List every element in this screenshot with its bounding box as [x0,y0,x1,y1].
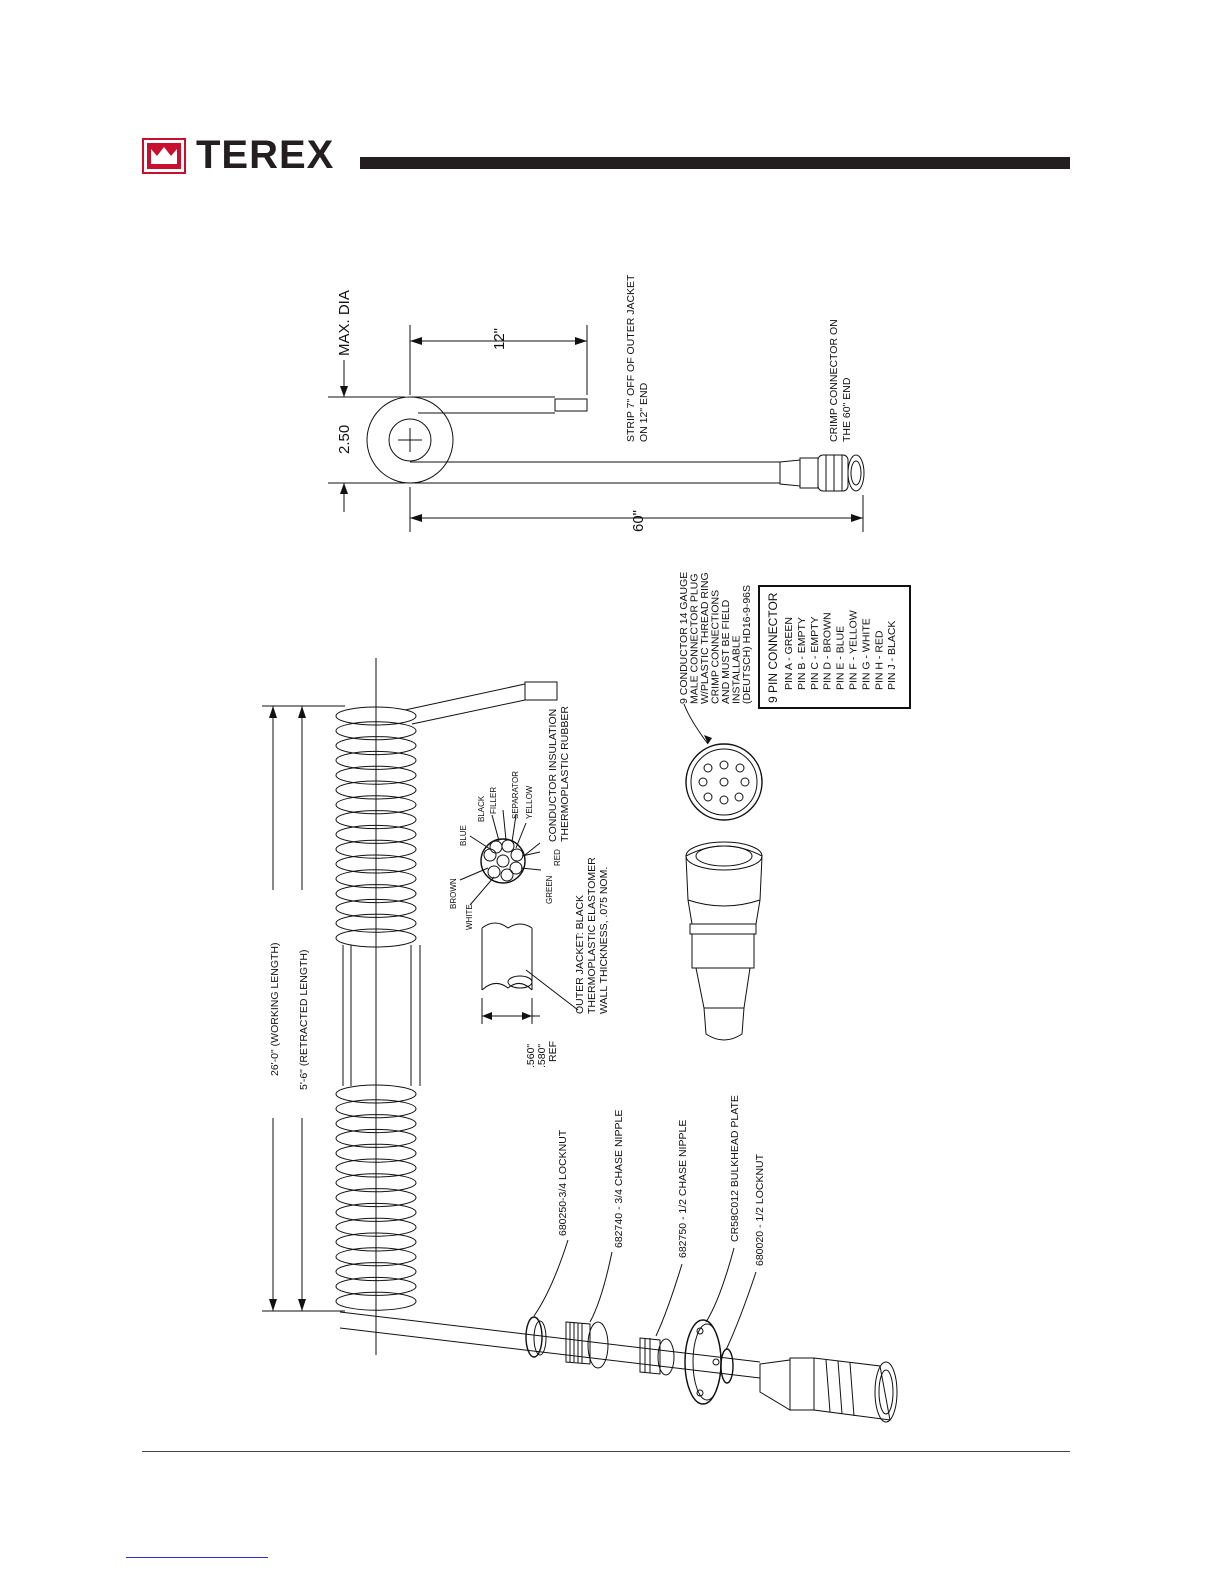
diameter-value: 2.50 [336,425,353,454]
pin-box [758,585,911,709]
working-length-label: 26'-0" (WORKING LENGTH) [269,943,281,1077]
pin-assignment: PIN A - GREEN [783,617,795,690]
connector-side [685,841,763,1041]
bulkhead-assembly [525,1239,898,1423]
coil-loop [335,1188,417,1208]
coil-loop [335,706,417,726]
insulation-line1: CONDUCTOR INSULATION [547,709,559,842]
coiled-cord [335,658,761,1379]
jacket-line2: THERMOPLASTIC ELASTOMER [586,857,598,1014]
wire-label-red: RED [553,849,562,866]
coil-loop [335,765,417,785]
retracted-length-label: 5'-6" (RETRACTED LENGTH) [298,950,310,1091]
wire-label-white: WHITE [465,904,474,930]
crimp-note-line2: THE 60" END [841,377,853,442]
long-end-length: 60" [630,510,647,532]
coil-loop [335,1128,417,1148]
part-label-0: 680250-3/4 LOCKNUT [557,1129,569,1236]
wire-label-filler: FILLER [489,787,498,814]
wire-label-green: GREEN [545,875,554,904]
connector-note-line: (DEUTSCH) HD16-9-96S [741,585,753,704]
connector-note-line: CRIMP CONNECTIONS [710,590,722,704]
jacket-line3: WALL THICKNESS, .075 NOM. [598,867,610,1014]
jacket-dim-line1: .560" [525,1044,537,1068]
connector-face [683,703,763,821]
cable-cross-section [459,809,542,906]
coil-loop [335,810,417,830]
wire-label-brown: BROWN [449,878,458,909]
connector-note-line: 9 CONDUCTOR 14 GAUGE [678,572,690,704]
coil-loop [335,1173,417,1193]
coil-loop [335,1217,417,1237]
length-dimensions [262,705,345,1312]
header-rule [360,157,1070,169]
connector-note-line: AND MUST BE FIELD [720,599,732,704]
coil-loop [335,750,417,770]
pin-assignment: PIN G - WHITE [860,618,872,690]
coil-loop [335,736,417,756]
part-label-3: CR58C012 BULKHEAD PLATE [729,1095,741,1242]
coil-loop [335,1291,417,1311]
terex-logo-icon [142,138,186,174]
connector-note-line: INSTALLABLE [731,635,743,704]
coil-loop [335,1276,417,1296]
coil-loop [335,1099,417,1119]
jacket-line1: OUTER JACKET: BLACK [574,895,586,1014]
coil-loop [335,913,417,933]
coil-loop [335,721,417,741]
pin-box-title: 9 PIN CONNECTOR [766,592,780,703]
end-view [328,325,865,532]
coil-loop [335,884,417,904]
coil-loop [335,1202,417,1222]
coil-loop [335,869,417,889]
coil-loop [335,854,417,874]
coil-loop [335,1143,417,1163]
coil-loop [335,839,417,859]
wire-label-yellow: YELLOW [525,785,534,819]
coil-loop [335,795,417,815]
jacket-dim-line2: .580" [536,1044,548,1068]
wire-label-black: BLACK [477,795,486,822]
wire-label-separator: SEPARATOR [511,771,520,819]
pin-assignment: PIN C - EMPTY [809,616,821,690]
coil-loop [335,1084,417,1104]
pin-assignment: PIN F - YELLOW [848,610,860,690]
max-dia-label: MAX. DIA [336,290,353,356]
pin-assignment: PIN J - BLACK [886,621,898,690]
coil-loop [335,780,417,800]
footer-rule [142,1451,1070,1452]
pin-assignment: PIN D - BROWN [822,612,834,690]
coil-loop [335,824,417,844]
coil-loop [335,1232,417,1252]
coil-loop [335,1158,417,1178]
connector-note-line: MALE CONNECTOR PLUG [689,574,701,705]
pin-assignment: PIN E - BLUE [835,626,847,690]
coil-loop [335,1247,417,1267]
coil-loop [335,898,417,918]
crimp-note-line1: CRIMP CONNECTOR ON [828,319,840,442]
connector-note-line: W/PLASTIC THREAD RING [699,572,711,704]
wire-label-blue: BLUE [459,825,468,846]
coil-loop [335,1262,417,1282]
part-label-4: 680020 - 1/2 LOCKNUT [754,1153,766,1266]
pin-assignment: PIN H - RED [873,630,885,690]
strip-note-line1: STRIP 7" OFF OF OUTER JACKET [625,274,637,442]
insulation-line2: THERMOPLASTIC RUBBER [559,706,571,842]
footer-link-underline[interactable] [126,1557,268,1558]
outer-jacket-section [481,922,579,1024]
jacket-dim-line3: REF [547,1041,559,1062]
part-label-2: 682750 - 1/2 CHASE NIPPLE [677,1120,689,1258]
brand-name: TEREX [196,133,335,177]
short-end-length: 12" [491,328,508,350]
coil-loop [335,1114,417,1134]
part-label-1: 682740 - 3/4 CHASE NIPPLE [613,1110,625,1248]
coil-loop [335,928,417,948]
strip-note-line2: ON 12" END [638,382,650,442]
pin-assignment: PIN B - EMPTY [796,617,808,690]
